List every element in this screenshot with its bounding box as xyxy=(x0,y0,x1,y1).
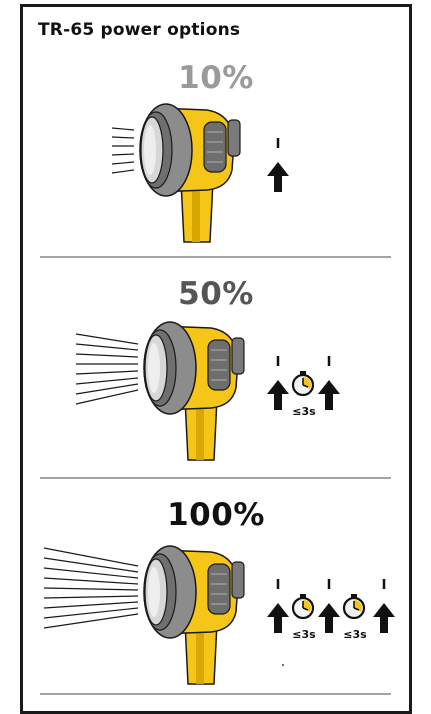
flashlight-icon xyxy=(144,546,244,684)
flashlight-icon xyxy=(140,104,240,242)
arrow-up-icon xyxy=(318,579,340,633)
beam-rays xyxy=(44,548,138,628)
arrow-up-icon xyxy=(267,138,289,192)
hold-duration-label: ≤3s xyxy=(341,628,369,641)
beam-rays xyxy=(76,334,138,404)
beam-rays xyxy=(112,128,134,173)
hold-duration-label: ≤3s xyxy=(290,405,318,418)
hold-duration-label: ≤3s xyxy=(290,628,318,641)
stopwatch-icon xyxy=(344,594,364,618)
arrow-up-icon xyxy=(267,579,289,633)
arrow-up-icon xyxy=(267,356,289,410)
stopwatch-icon xyxy=(293,371,313,395)
arrow-up-icon xyxy=(318,356,340,410)
arrow-up-icon xyxy=(373,579,395,633)
flashlight-icon xyxy=(144,322,244,460)
stopwatch-icon xyxy=(293,594,313,618)
